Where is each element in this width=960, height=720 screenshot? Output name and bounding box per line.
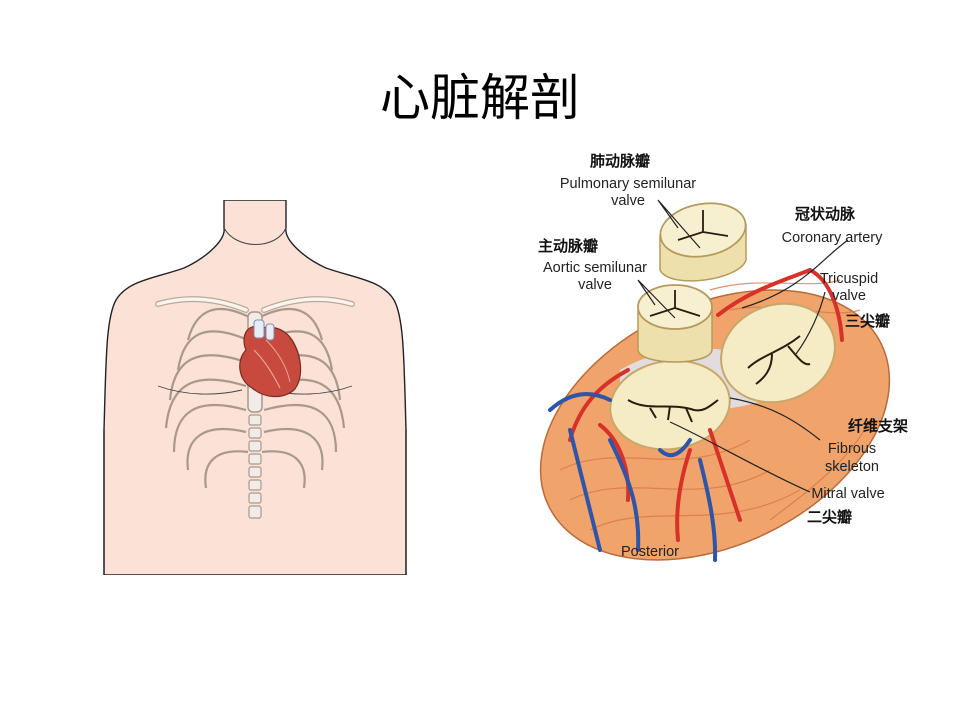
label-aortic-en-1: Aortic semilunar bbox=[543, 260, 647, 276]
label-coronary-en: Coronary artery bbox=[781, 230, 883, 246]
heart-valves-illustration bbox=[539, 199, 891, 562]
label-posterior: Posterior bbox=[620, 544, 680, 560]
label-tricuspid-en-1: Tricuspid bbox=[819, 271, 879, 287]
label-fibrous-en-1: Fibrous bbox=[827, 441, 877, 457]
label-pulmonary-en-2: valve bbox=[611, 193, 645, 209]
label-pulmonary-zh: 肺动脉瓣 bbox=[590, 152, 651, 170]
slide-title: 心脏解剖 bbox=[380, 69, 580, 127]
label-aortic-en-2: valve bbox=[578, 277, 612, 293]
torso-heart-illustration bbox=[66, 200, 443, 575]
label-fibrous-zh: 纤维支架 bbox=[848, 417, 909, 435]
label-coronary-zh: 冠状动脉 bbox=[795, 205, 856, 223]
label-fibrous-en-2: skeleton bbox=[824, 459, 879, 475]
label-aortic-zh: 主动脉瓣 bbox=[538, 237, 599, 255]
label-pulmonary-en-1: Pulmonary semilunar bbox=[559, 176, 697, 192]
label-mitral-en: Mitral valve bbox=[811, 486, 885, 502]
label-tricuspid-en-2: valve bbox=[832, 288, 866, 304]
heart-icon bbox=[239, 319, 302, 398]
label-mitral-zh: 二尖瓣 bbox=[807, 508, 853, 526]
label-tricuspid-zh: 三尖瓣 bbox=[845, 312, 891, 330]
